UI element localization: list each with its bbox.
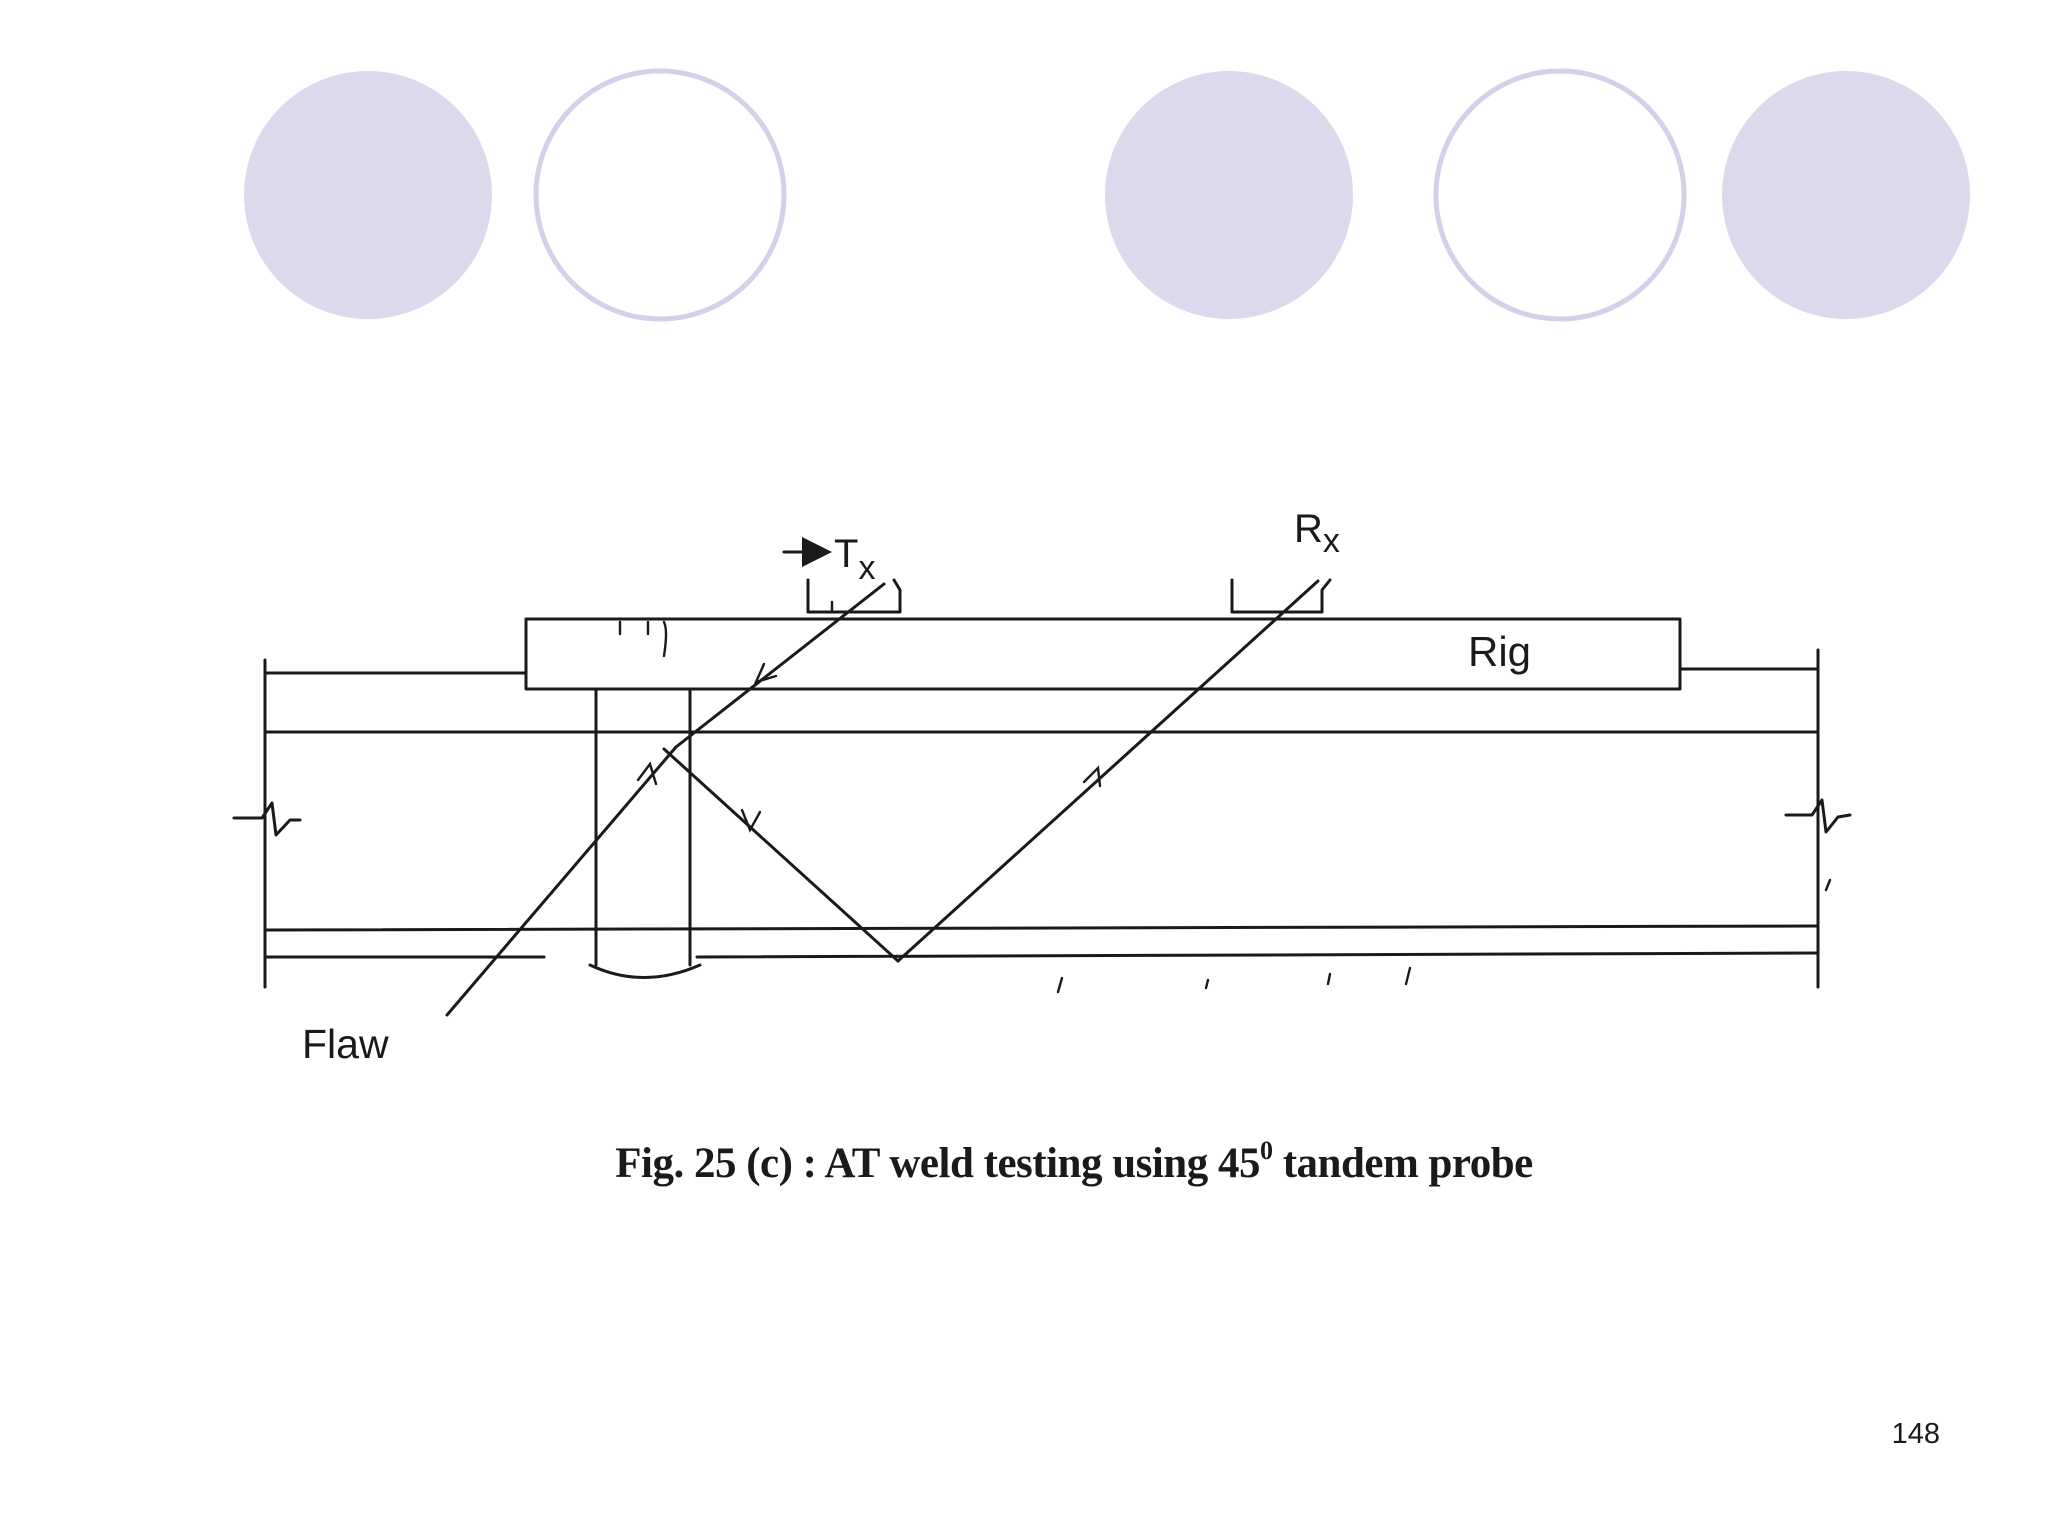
beam-backwall-to-rx [896,579,1320,963]
flaw-label: Flaw [302,1021,389,1067]
decor-circle-outline-1 [533,68,787,322]
beam-flaw-to-backwall [662,747,900,963]
decor-circle-filled-1 [244,71,492,319]
plate-inner-bottom-line [263,924,1820,932]
rig-bar [524,617,1682,691]
figure-caption: Fig. 25 (c) : AT weld testing using 450 … [0,1136,2048,1188]
beam-arrow-3 [1082,765,1102,788]
rx-probe [1230,578,1332,614]
tx-probe [806,578,902,614]
decor-circle-outline-2 [1433,68,1687,322]
rig-label: Rig [1468,628,1531,675]
weld-root [588,963,702,979]
scan-mark-2 [1204,978,1210,990]
scan-mark-5 [1824,878,1832,892]
plate-bottom-right-line [695,951,1820,959]
tx-label-subscript: x [858,549,875,587]
beam-incident-through-flaw [445,745,678,1017]
caption-superscript: 0 [1259,1136,1273,1165]
scan-mark-4 [1404,966,1412,986]
rx-label-subscript: x [1323,522,1340,560]
rx-label: Rx [1294,507,1340,560]
caption-prefix: Fig. 25 (c) : AT weld testing using 45 [615,1140,1260,1187]
beam-arrow-1 [753,662,778,684]
beam-arrow-2 [740,808,762,833]
rig-tick-3 [662,620,668,658]
left-break-mark [232,801,302,837]
decor-circle-filled-2 [1105,71,1353,319]
scan-mark-1 [1056,976,1064,994]
beam-arrow-4 [636,761,658,786]
right-break-mark [1784,798,1852,834]
beam-tx-to-flaw [674,582,886,749]
rx-label-main: R [1294,507,1323,551]
caption-suffix: tandem probe [1272,1140,1534,1187]
tx-label: Tx [834,532,875,587]
page-number: 148 [1891,1418,1940,1450]
tx-label-main: T [834,532,858,576]
decor-circle-filled-3 [1722,71,1970,319]
scan-mark-3 [1326,972,1332,986]
